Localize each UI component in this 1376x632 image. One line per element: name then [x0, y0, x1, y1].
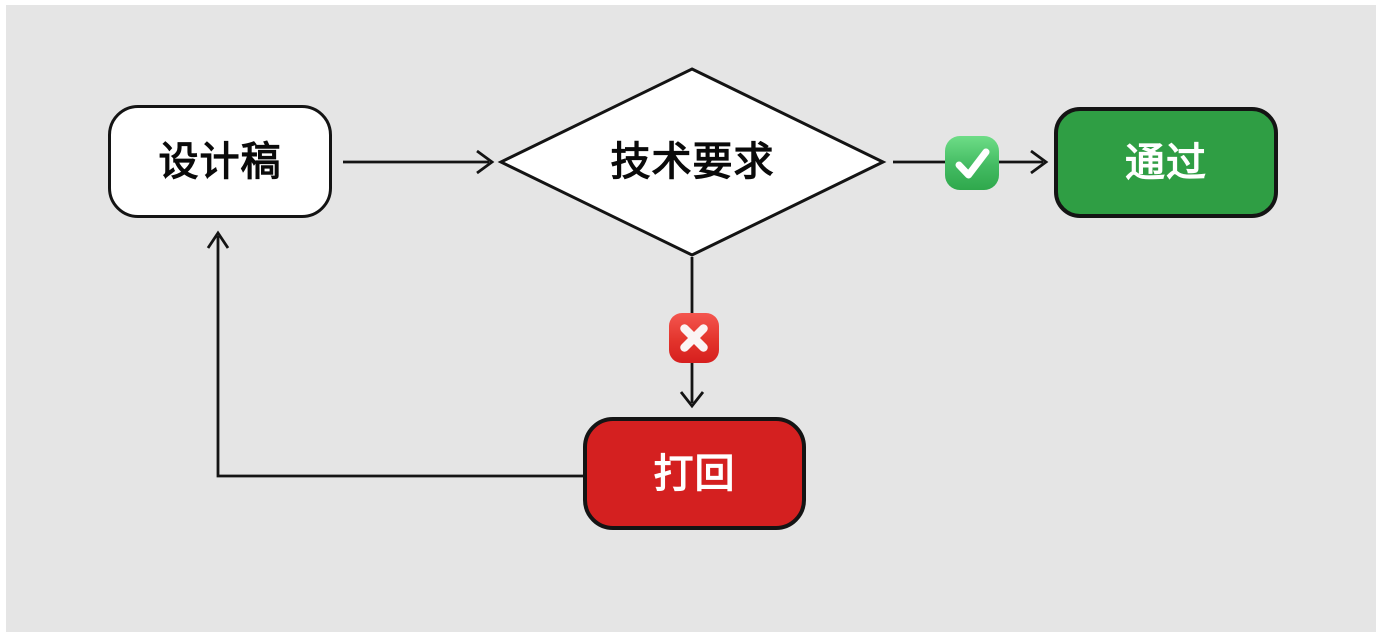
edge-reject-to-design	[206, 230, 583, 478]
node-reject[interactable]: 打回	[583, 417, 806, 530]
cross-mark-icon	[669, 313, 719, 363]
arrowhead-right-icon	[1030, 149, 1049, 175]
node-pass[interactable]: 通过	[1054, 107, 1278, 218]
node-design-draft[interactable]: 设计稿	[108, 105, 332, 218]
node-reject-label: 打回	[653, 451, 736, 496]
arrowhead-up-icon	[206, 230, 230, 249]
node-decision-shape[interactable]	[497, 67, 887, 257]
node-design-draft-label: 设计稿	[158, 139, 282, 184]
arrowhead-right-icon	[476, 149, 495, 175]
check-mark-icon	[945, 136, 999, 190]
arrowhead-down-icon	[679, 391, 705, 409]
edge-design-to-decision	[343, 149, 495, 175]
node-pass-label: 通过	[1125, 140, 1207, 185]
